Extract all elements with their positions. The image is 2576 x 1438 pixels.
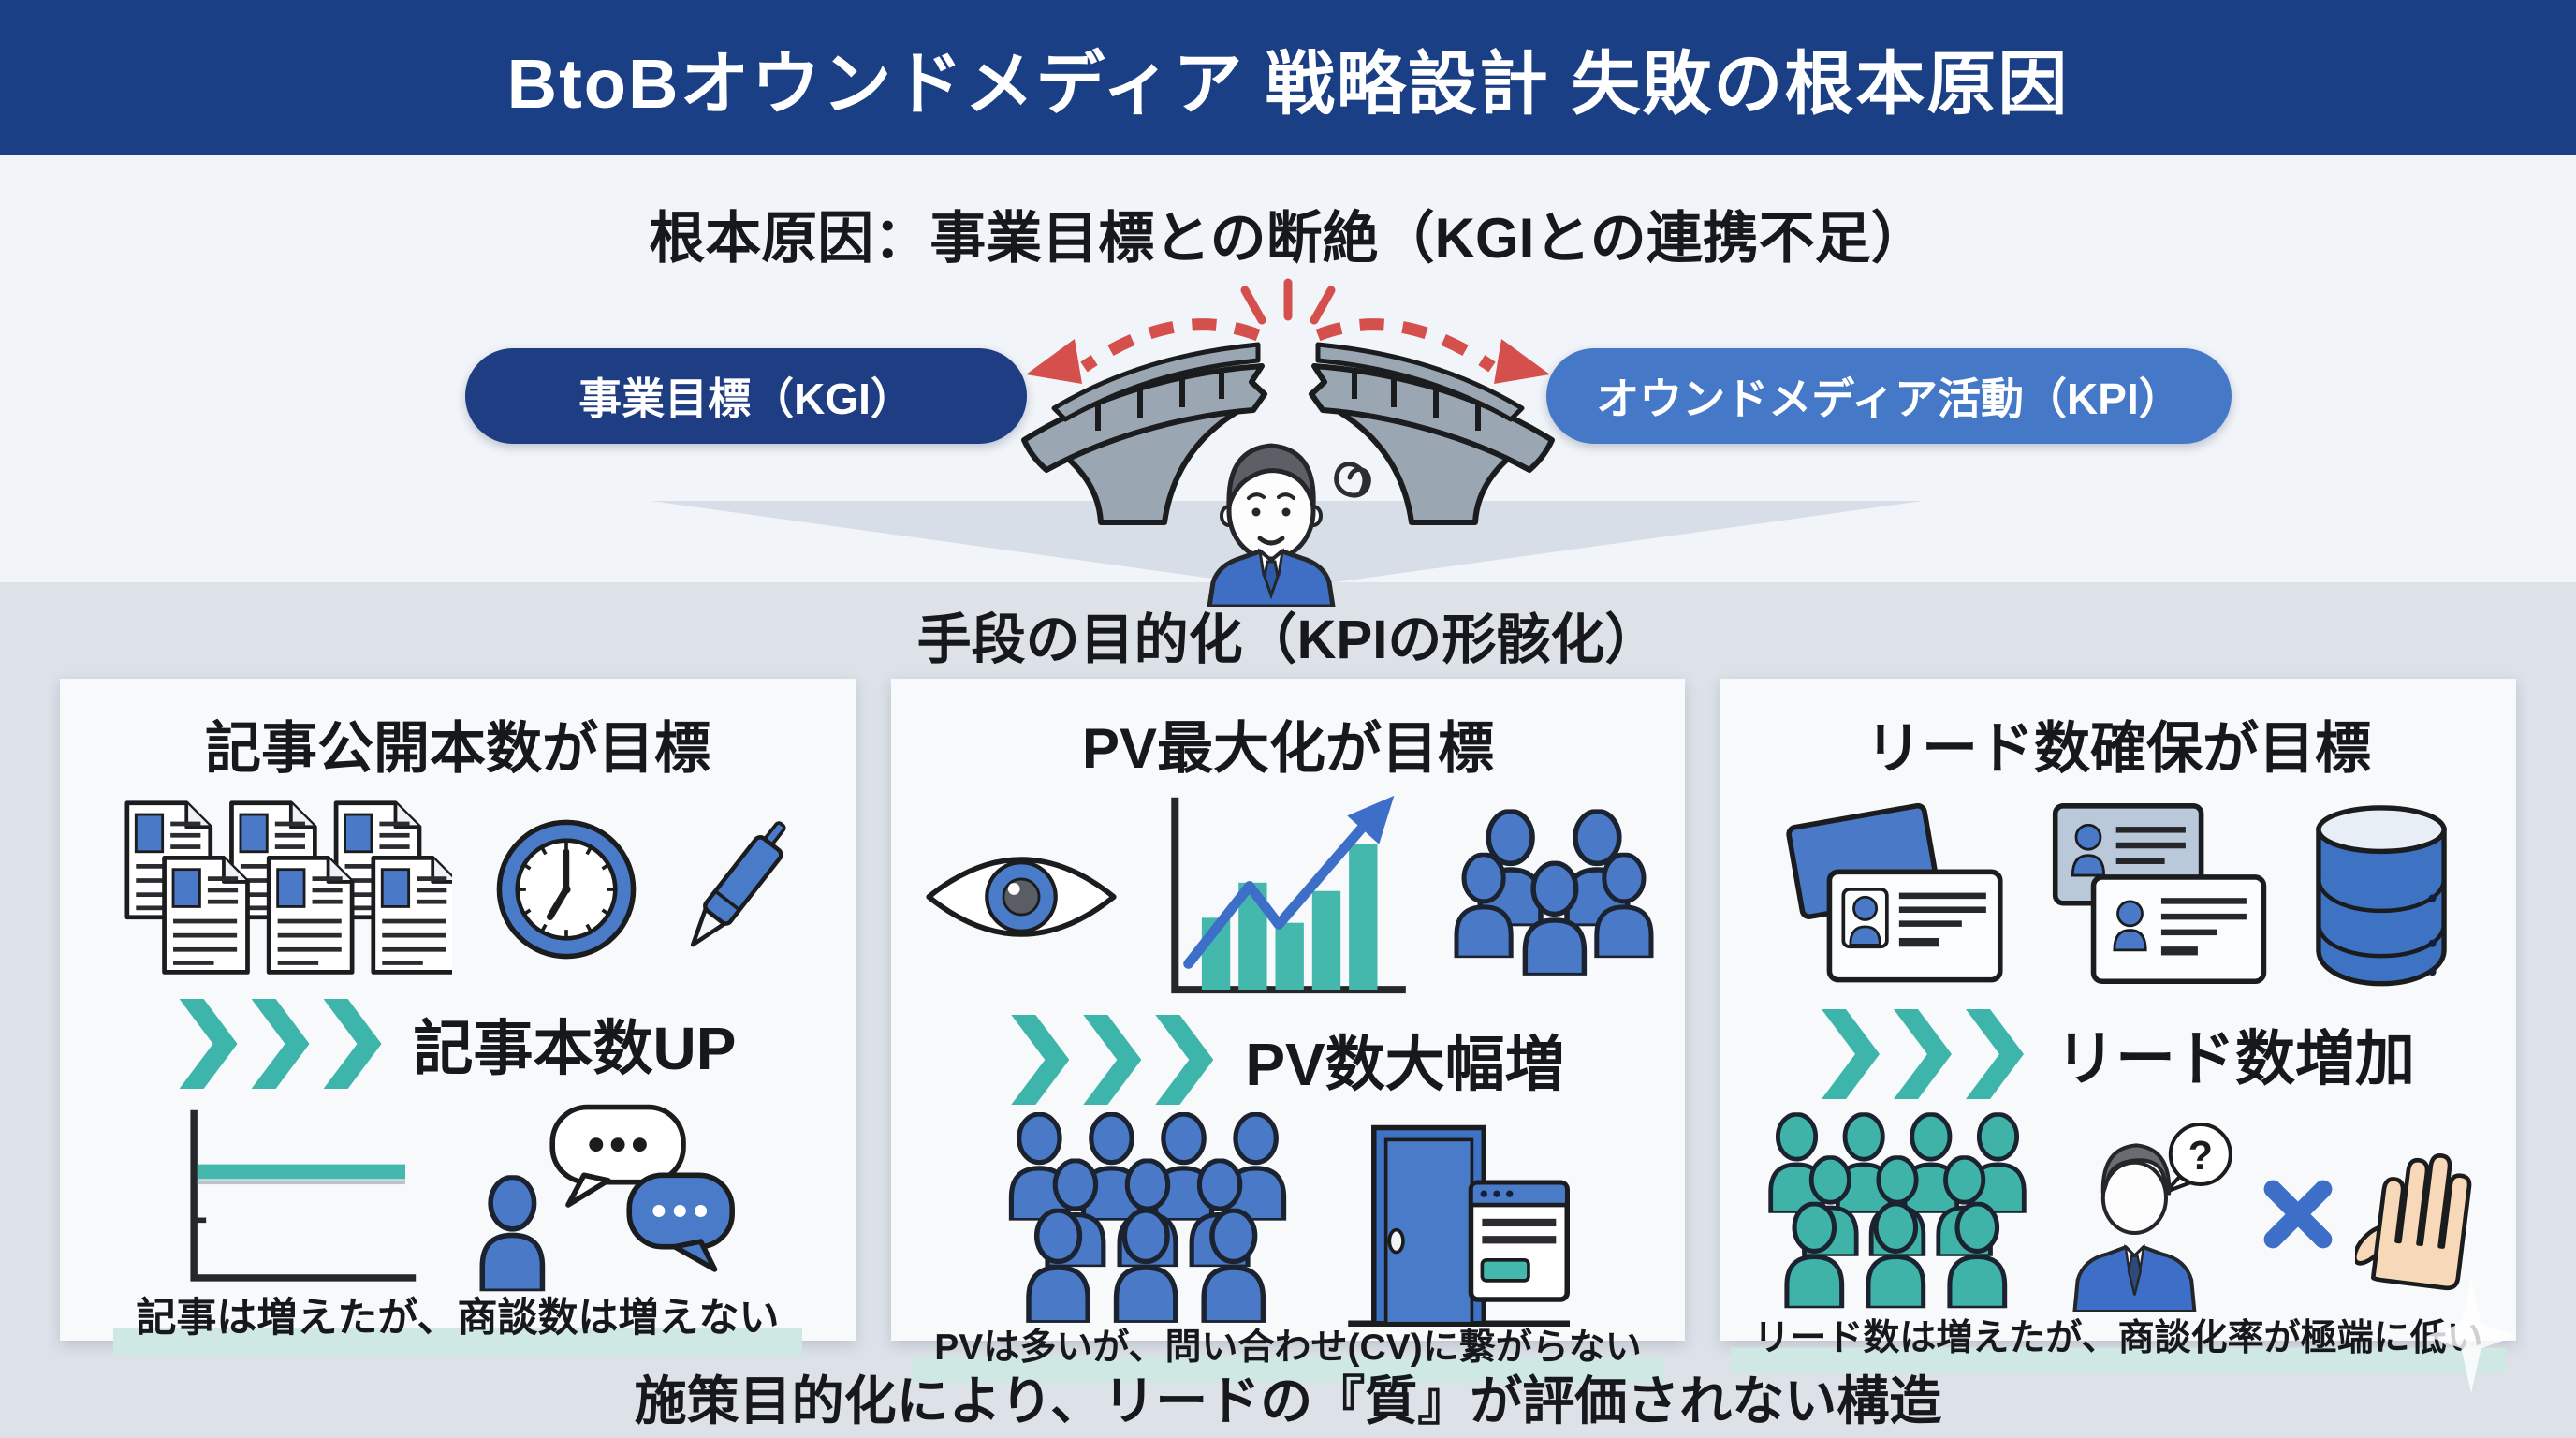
footer-conclusion: 施策目的化により、リードの『質』が評価されない構造 bbox=[634, 1372, 1942, 1431]
x-mark-icon bbox=[2263, 1180, 2333, 1249]
card-pv-caption: PVは多いが、問い合わせ(CV)に繋がらない bbox=[912, 1326, 1664, 1383]
card-pv-result-icons bbox=[1002, 1118, 1574, 1327]
page-title: BtoBオウンドメディア 戦略設計 失敗の根本原因 bbox=[506, 44, 2070, 123]
card-lead-caption: リード数は増えたが、商談化率が極端に低い bbox=[1731, 1316, 2506, 1373]
business-cards-icon bbox=[1786, 802, 2003, 983]
stop-hand-icon bbox=[2355, 1153, 2472, 1291]
chevrons-right-icon bbox=[1822, 1009, 2024, 1099]
card-pv-title: PV最大化が目標 bbox=[1081, 717, 1495, 780]
svg-text:?: ? bbox=[2188, 1134, 2213, 1179]
growth-chart-icon bbox=[1171, 795, 1406, 994]
card-article-outcome: 記事本数UP bbox=[179, 999, 737, 1089]
broken-bridge-icon bbox=[1007, 277, 1569, 605]
eye-icon bbox=[926, 857, 1117, 937]
kgi-pill: 事業目標（KGI） bbox=[465, 348, 1027, 444]
card-pv-outcome-label: PV数大幅増 bbox=[1245, 1031, 1565, 1098]
card-article-count: 記事公開本数が目標 bbox=[60, 679, 856, 1356]
crowd-icon bbox=[1002, 1112, 1294, 1331]
door-browser-icon bbox=[1348, 1124, 1571, 1327]
kpi-pill: オウンドメディア活動（KPI） bbox=[1546, 348, 2232, 444]
card-article-caption: 記事は増えたが、商談数は増えない bbox=[113, 1294, 802, 1356]
card-article-result-icons bbox=[178, 1102, 738, 1294]
means-heading: 手段の目的化（KPIの形骸化） bbox=[916, 609, 1660, 670]
businessman-question-icon: ? bbox=[2072, 1123, 2232, 1312]
header-bar: BtoBオウンドメディア 戦略設計 失敗の根本原因 bbox=[0, 0, 2576, 155]
crowd-teal-icon bbox=[1762, 1112, 2033, 1316]
card-pv-max: PV最大化が目標 bbox=[891, 679, 1685, 1383]
database-icon bbox=[2316, 805, 2447, 987]
crack-marks bbox=[1240, 278, 1336, 325]
chevrons-right-icon bbox=[1011, 1015, 1214, 1105]
documents-stack-icon bbox=[124, 798, 452, 980]
card-pv-goal-icons bbox=[922, 795, 1654, 996]
card-article-goal-icons bbox=[124, 798, 791, 980]
kgi-pill-label: 事業目標（KGI） bbox=[578, 374, 914, 423]
card-lead-count: リード数確保が目標 bbox=[1720, 679, 2516, 1373]
card-lead-outcome: リード数増加 bbox=[1822, 1009, 2415, 1099]
chat-person-icon bbox=[476, 1104, 735, 1294]
card-lead-outcome-label: リード数増加 bbox=[2056, 1025, 2415, 1093]
card-article-outcome-label: 記事本数UP bbox=[413, 1015, 737, 1082]
card-pv-outcome: PV数大幅増 bbox=[1011, 1015, 1565, 1105]
clock-icon bbox=[496, 819, 637, 959]
card-lead-title: リード数確保が目標 bbox=[1866, 717, 2371, 780]
pen-icon bbox=[690, 820, 786, 946]
contact-cards-icon bbox=[2052, 803, 2267, 985]
kpi-pill-label: オウンドメディア活動（KPI） bbox=[1596, 374, 2182, 423]
confused-person-icon bbox=[1178, 423, 1400, 607]
card-article-title: 記事公開本数が目標 bbox=[205, 717, 710, 780]
flat-graph-icon bbox=[190, 1109, 417, 1282]
card-lead-goal-icons bbox=[1784, 798, 2452, 990]
people-group-icon bbox=[1454, 809, 1654, 985]
card-lead-result-icons: ? bbox=[1762, 1112, 2475, 1316]
chevrons-right-icon bbox=[179, 999, 382, 1089]
root-cause-heading: 根本原因：事業目標との断絶（KGIとの連携不足） bbox=[649, 207, 1927, 270]
